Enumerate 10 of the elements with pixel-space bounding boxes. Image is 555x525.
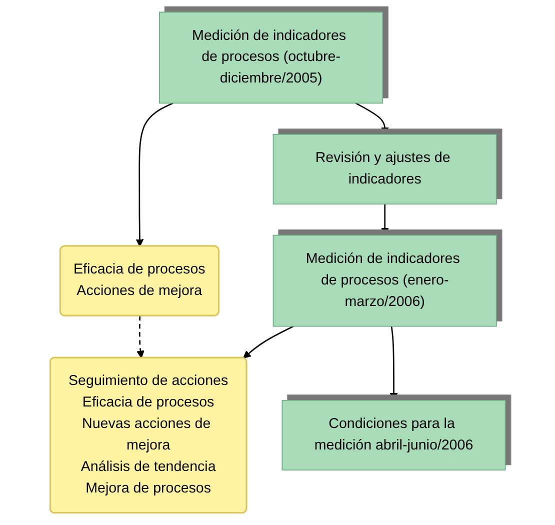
arrow bbox=[136, 102, 174, 247]
arrow bbox=[136, 316, 144, 358]
node-box: Medición de indicadores de procesos (enero-marzo/2006) bbox=[272, 234, 497, 327]
node-box: Condiciones para la medición abril-junio/2006 bbox=[282, 400, 506, 470]
node-box: Medición de indicadores de procesos (octubre-diciembre/2005) bbox=[158, 12, 383, 104]
arrow bbox=[390, 326, 398, 401]
arrow bbox=[355, 102, 389, 135]
node-box: Revisión y ajustes de indicadores bbox=[272, 134, 497, 204]
arrow bbox=[380, 204, 389, 236]
arrow bbox=[242, 326, 294, 358]
